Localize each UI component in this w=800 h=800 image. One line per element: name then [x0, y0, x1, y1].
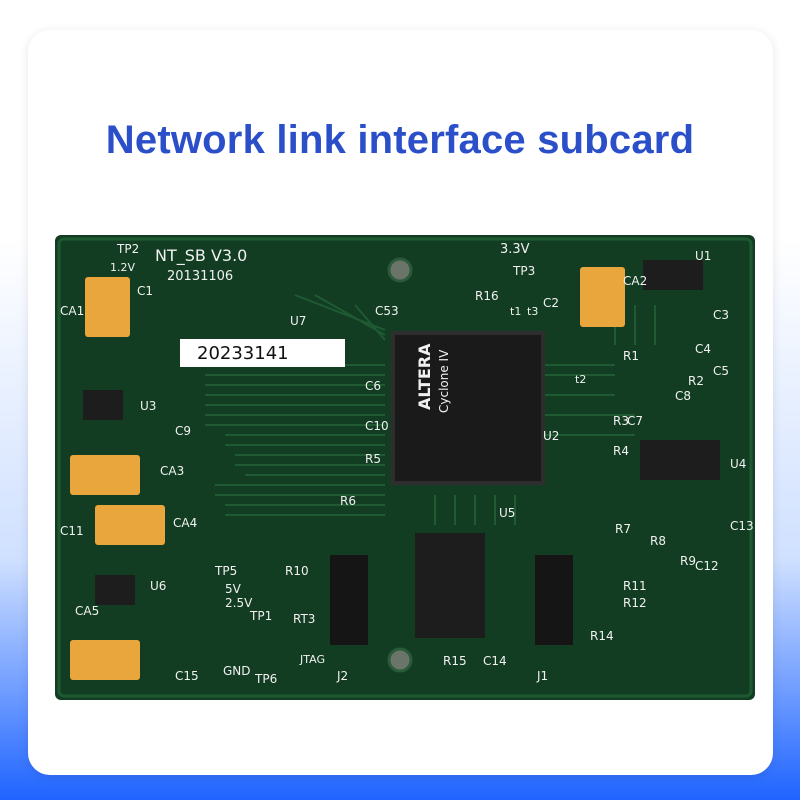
svg-text:TP5: TP5	[214, 564, 237, 578]
svg-text:U7: U7	[290, 314, 306, 328]
svg-text:1.2V: 1.2V	[110, 261, 135, 274]
svg-text:TP3: TP3	[512, 264, 535, 278]
svg-text:CA3: CA3	[160, 464, 184, 478]
svg-text:TP6: TP6	[254, 672, 277, 686]
fpga-brand: ALTERA	[415, 343, 434, 410]
svg-text:C2: C2	[543, 296, 559, 310]
chip-u4	[640, 440, 720, 480]
svg-text:R12: R12	[623, 596, 647, 610]
svg-text:U6: U6	[150, 579, 166, 593]
svg-text:CA5: CA5	[75, 604, 99, 618]
svg-text:R8: R8	[650, 534, 666, 548]
svg-text:2.5V: 2.5V	[225, 596, 253, 610]
pcb-traces	[205, 294, 656, 525]
svg-text:t3: t3	[527, 305, 538, 318]
svg-text:CA4: CA4	[173, 516, 197, 530]
svg-text:R5: R5	[365, 452, 381, 466]
svg-text:JTAG: JTAG	[299, 653, 325, 666]
svg-text:C4: C4	[695, 342, 711, 356]
svg-text:R1: R1	[623, 349, 639, 363]
fpga-family: Cyclone IV	[437, 349, 451, 413]
regulator-u6	[95, 575, 135, 605]
svg-text:R6: R6	[340, 494, 356, 508]
svg-text:5V: 5V	[225, 582, 242, 596]
fpga-chip: ALTERA Cyclone IV	[391, 331, 545, 485]
chip-u1	[643, 260, 703, 290]
tantalum-capacitors	[70, 267, 625, 680]
serial-number: 20233141	[197, 343, 289, 364]
silkscreen-text: NT_SB V3.0 20131106 3.3V TP3 C3 C53 C6 C…	[60, 242, 754, 686]
mounting-hole	[387, 647, 413, 673]
svg-text:U5: U5	[499, 506, 515, 520]
svg-text:C3: C3	[713, 308, 729, 322]
svg-text:C1: C1	[137, 284, 153, 298]
svg-text:CA2: CA2	[623, 274, 647, 288]
mounting-hole	[387, 257, 413, 283]
svg-text:R11: R11	[623, 579, 647, 593]
board-date: 20131106	[167, 269, 233, 284]
svg-text:U3: U3	[140, 399, 156, 413]
svg-text:C15: C15	[175, 669, 199, 683]
svg-text:C5: C5	[713, 364, 729, 378]
header-j2	[330, 555, 368, 645]
regulator-u3	[83, 390, 123, 420]
svg-text:C6: C6	[365, 379, 381, 393]
svg-text:C14: C14	[483, 654, 507, 668]
svg-text:J2: J2	[336, 669, 348, 683]
svg-text:R3: R3	[613, 414, 629, 428]
pcb-photo: ALTERA Cyclone IV 20233141 NT_SB V3.0 20…	[55, 235, 755, 700]
product-title: Network link interface subcard	[105, 118, 695, 162]
svg-text:t1: t1	[510, 305, 521, 318]
svg-text:R4: R4	[613, 444, 629, 458]
svg-text:R14: R14	[590, 629, 614, 643]
svg-text:R2: R2	[688, 374, 704, 388]
svg-text:C7: C7	[627, 414, 643, 428]
svg-text:J1: J1	[536, 669, 548, 683]
svg-text:C53: C53	[375, 304, 399, 318]
svg-text:GND: GND	[223, 664, 251, 678]
svg-text:U1: U1	[695, 249, 711, 263]
svg-text:C11: C11	[60, 524, 84, 538]
svg-text:C9: C9	[175, 424, 191, 438]
board-model: NT_SB V3.0	[155, 246, 247, 266]
svg-text:C12: C12	[695, 559, 719, 573]
serial-sticker: 20233141	[180, 339, 345, 367]
header-j1	[535, 555, 573, 645]
svg-text:U4: U4	[730, 457, 746, 471]
svg-text:RT3: RT3	[293, 612, 315, 626]
svg-text:3.3V: 3.3V	[500, 242, 530, 257]
svg-text:C10: C10	[365, 419, 389, 433]
svg-text:R16: R16	[475, 289, 499, 303]
svg-text:U2: U2	[543, 429, 559, 443]
svg-text:t2: t2	[575, 373, 586, 386]
svg-text:C8: C8	[675, 389, 691, 403]
svg-text:CA1: CA1	[60, 304, 84, 318]
svg-text:TP2: TP2	[116, 242, 139, 256]
svg-text:TP1: TP1	[249, 609, 272, 623]
svg-text:R10: R10	[285, 564, 309, 578]
svg-text:R15: R15	[443, 654, 467, 668]
svg-text:R7: R7	[615, 522, 631, 536]
svg-text:C13: C13	[730, 519, 754, 533]
chip-u5	[415, 533, 485, 638]
svg-text:R9: R9	[680, 554, 696, 568]
